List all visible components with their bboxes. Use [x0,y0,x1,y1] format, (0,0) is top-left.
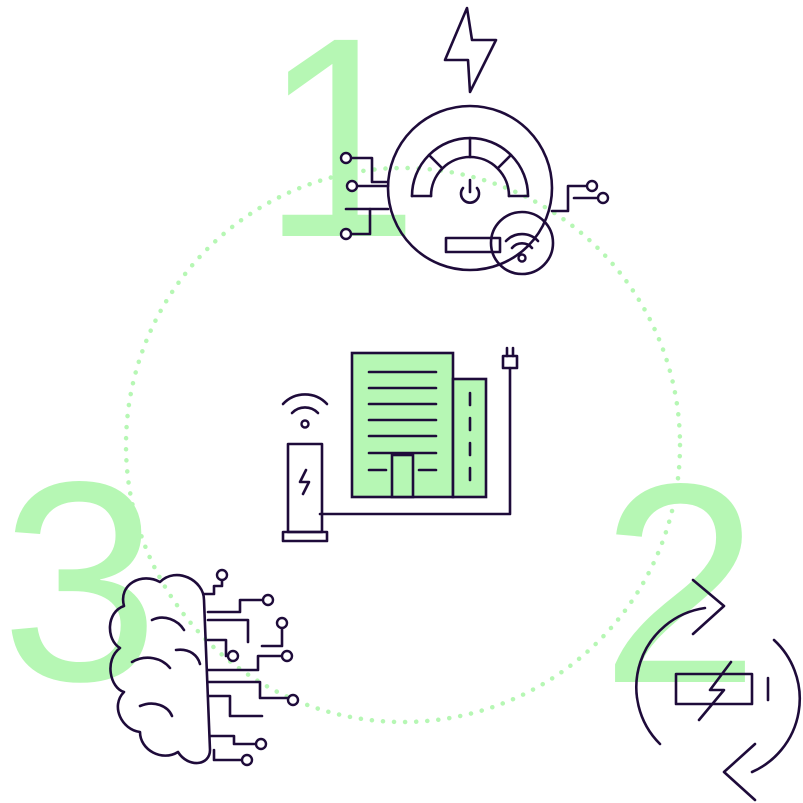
connected-building-charger-icon [281,346,519,543]
battery-bolt-icon [697,660,733,722]
lightning-icon [443,6,498,94]
cycle-ring [123,165,683,725]
step-number-1: 1 [261,0,420,297]
wifi-signal-icon [281,393,329,429]
charge-bolt-icon [298,468,311,496]
step-number-2: 2 [601,425,760,743]
wifi-icon [504,232,540,263]
ai-brain-icon [108,568,300,767]
power-icon [459,186,481,204]
battery-cycle-icon [635,578,802,802]
smart-meter-icon [339,6,610,276]
